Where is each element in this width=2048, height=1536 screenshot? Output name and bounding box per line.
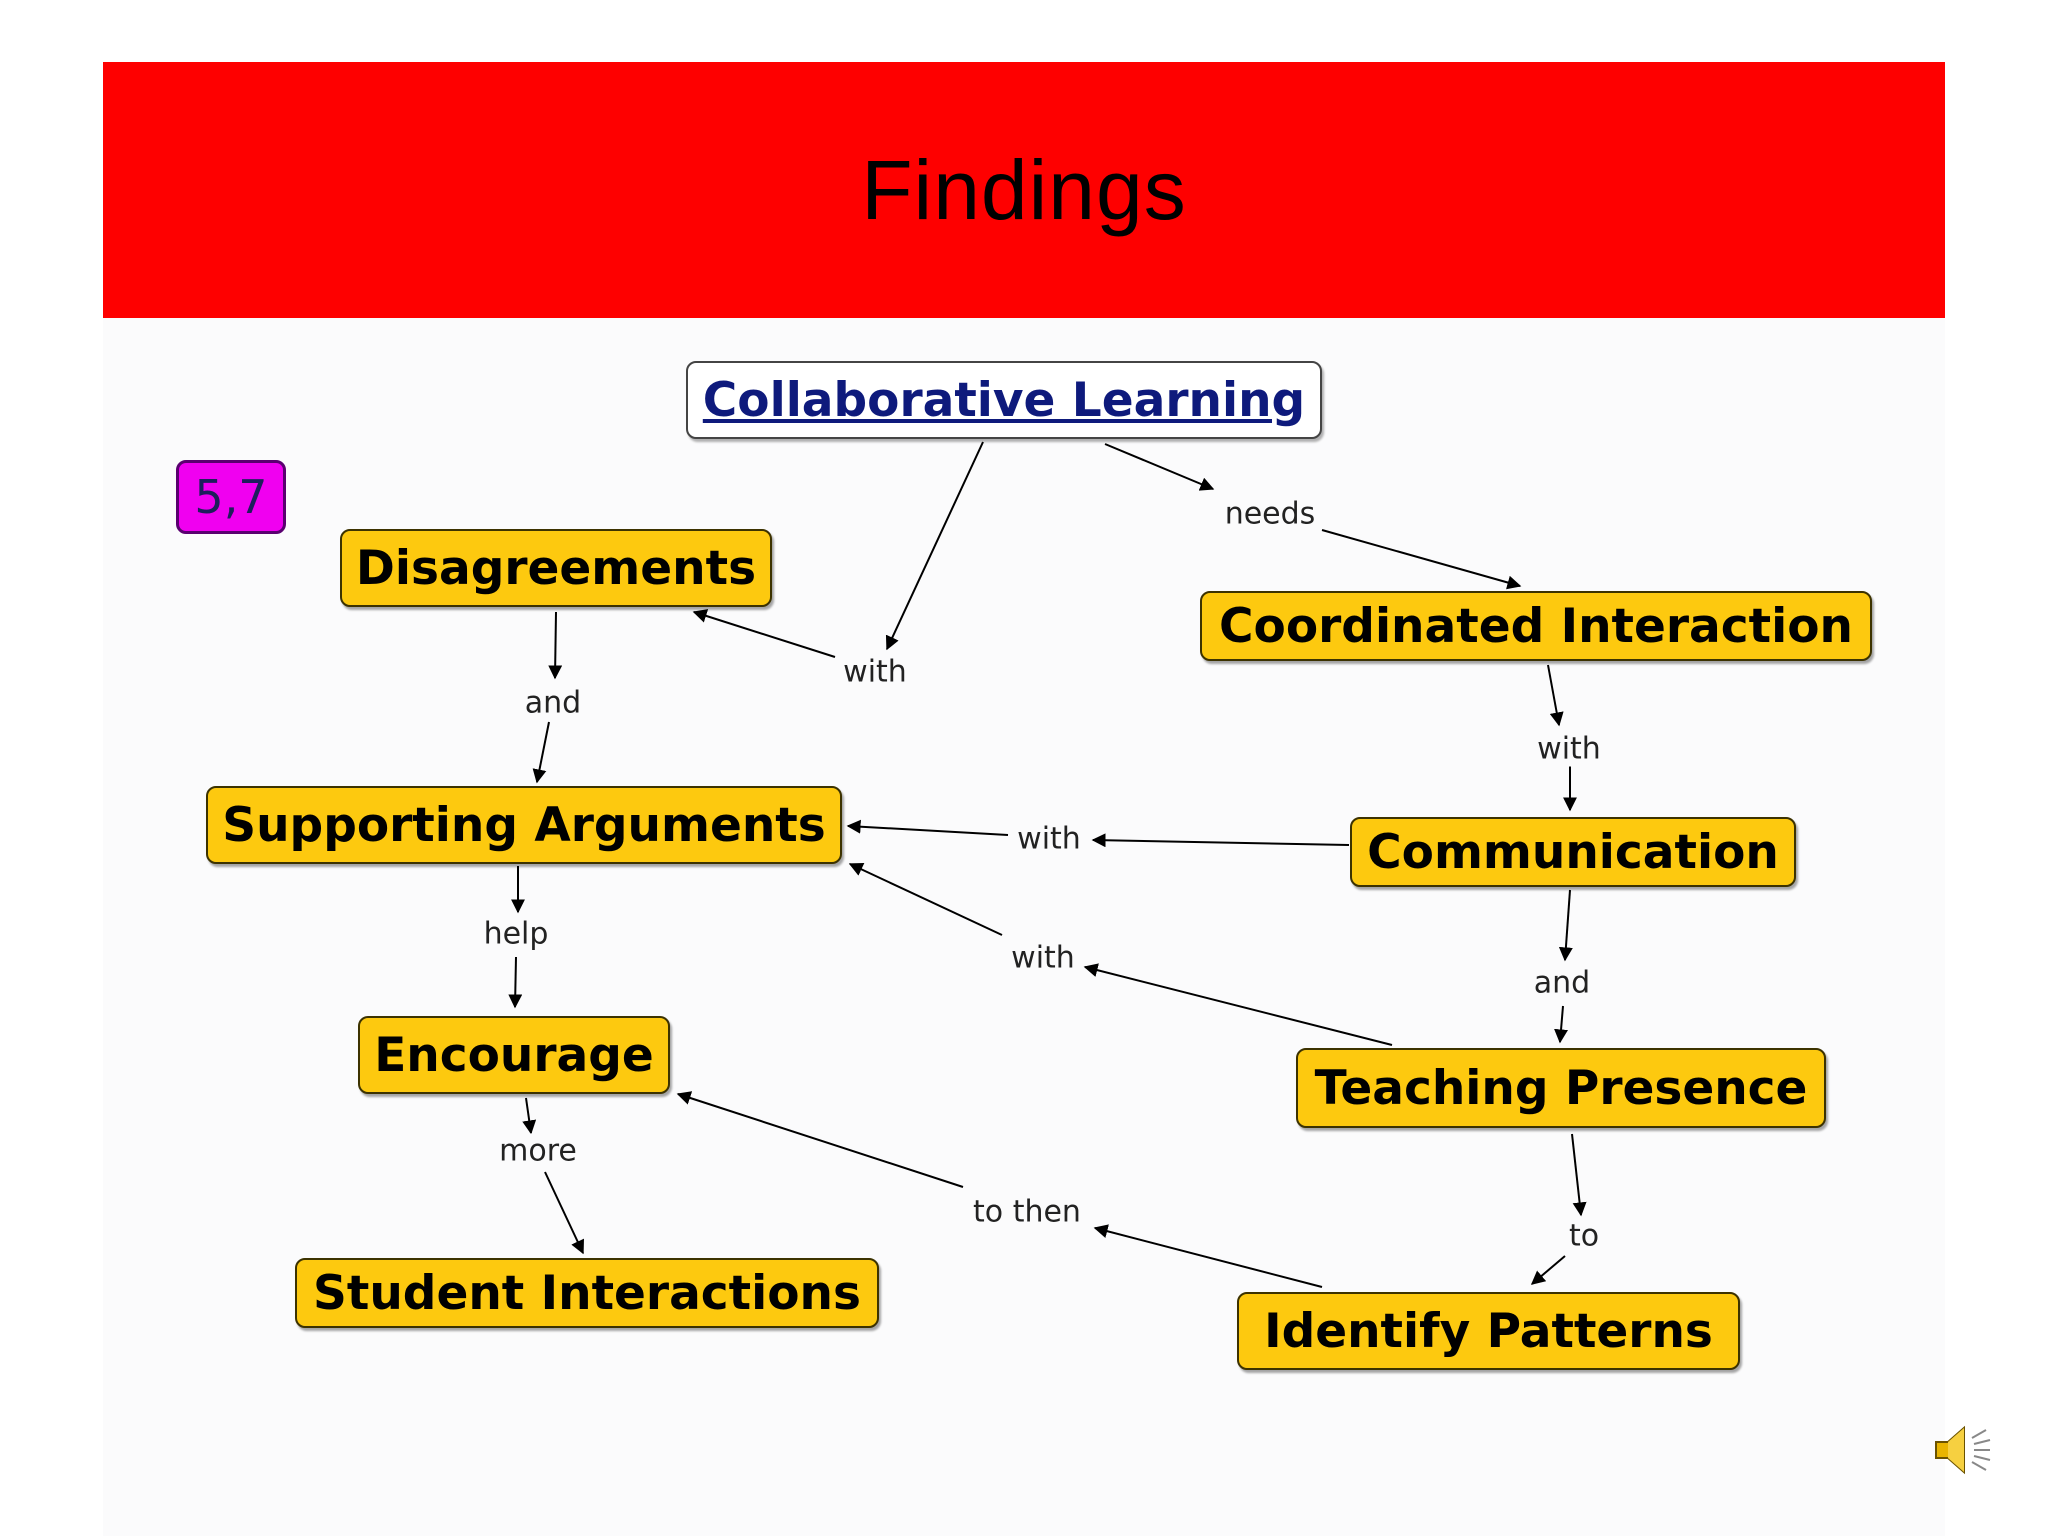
link-line — [692, 609, 836, 658]
link-label-help: help — [479, 916, 553, 952]
link-label-with: with — [1533, 731, 1605, 767]
link-line — [1104, 443, 1215, 491]
node-collaborative-learning: Collaborative Learning — [686, 361, 1322, 439]
link-line — [848, 862, 1003, 936]
link-label-and: and — [1529, 965, 1595, 1001]
node-encourage: Encourage — [358, 1016, 670, 1094]
link-label-to: to — [1564, 1218, 1604, 1254]
link-line — [1530, 1255, 1566, 1285]
link-label-with: with — [839, 654, 911, 690]
slide-title: Findings — [861, 142, 1187, 237]
link-label-needs: needs — [1220, 496, 1320, 532]
link-line — [1547, 664, 1564, 727]
link-line — [885, 441, 984, 651]
link-line — [548, 611, 563, 680]
node-disagreements: Disagreements — [340, 529, 772, 607]
link-line — [508, 956, 523, 1009]
link-label-with: with — [1007, 940, 1079, 976]
node-supporting-arguments: Supporting Arguments — [206, 786, 842, 864]
link-line — [676, 1091, 964, 1188]
node-student-interactions: Student Interactions — [295, 1258, 879, 1328]
link-line — [522, 1097, 537, 1135]
link-label-with: with — [1013, 821, 1085, 857]
link-label-to-then: to then — [969, 1194, 1085, 1230]
link-line — [1091, 833, 1350, 848]
link-label-more: more — [495, 1133, 581, 1169]
link-line — [1083, 963, 1393, 1046]
link-line — [1571, 1133, 1587, 1217]
link-line — [1321, 529, 1522, 590]
link-line — [532, 721, 550, 784]
speaker-icon[interactable] — [1930, 1420, 2002, 1480]
node-communication: Communication — [1350, 817, 1796, 887]
node-identify-patterns: Identify Patterns — [1237, 1292, 1740, 1370]
link-line — [846, 819, 1009, 836]
link-line — [1554, 1005, 1569, 1044]
link-line — [544, 1171, 584, 1255]
title-bar: Findings — [103, 62, 1945, 318]
node-teaching-presence: Teaching Presence — [1296, 1048, 1826, 1128]
link-line — [1558, 889, 1573, 962]
node-coordinated-interaction: Coordinated Interaction — [1200, 591, 1872, 661]
link-label-and: and — [520, 685, 586, 721]
link-line — [1093, 1224, 1323, 1288]
slide-number-badge: 5,7 — [176, 460, 286, 534]
